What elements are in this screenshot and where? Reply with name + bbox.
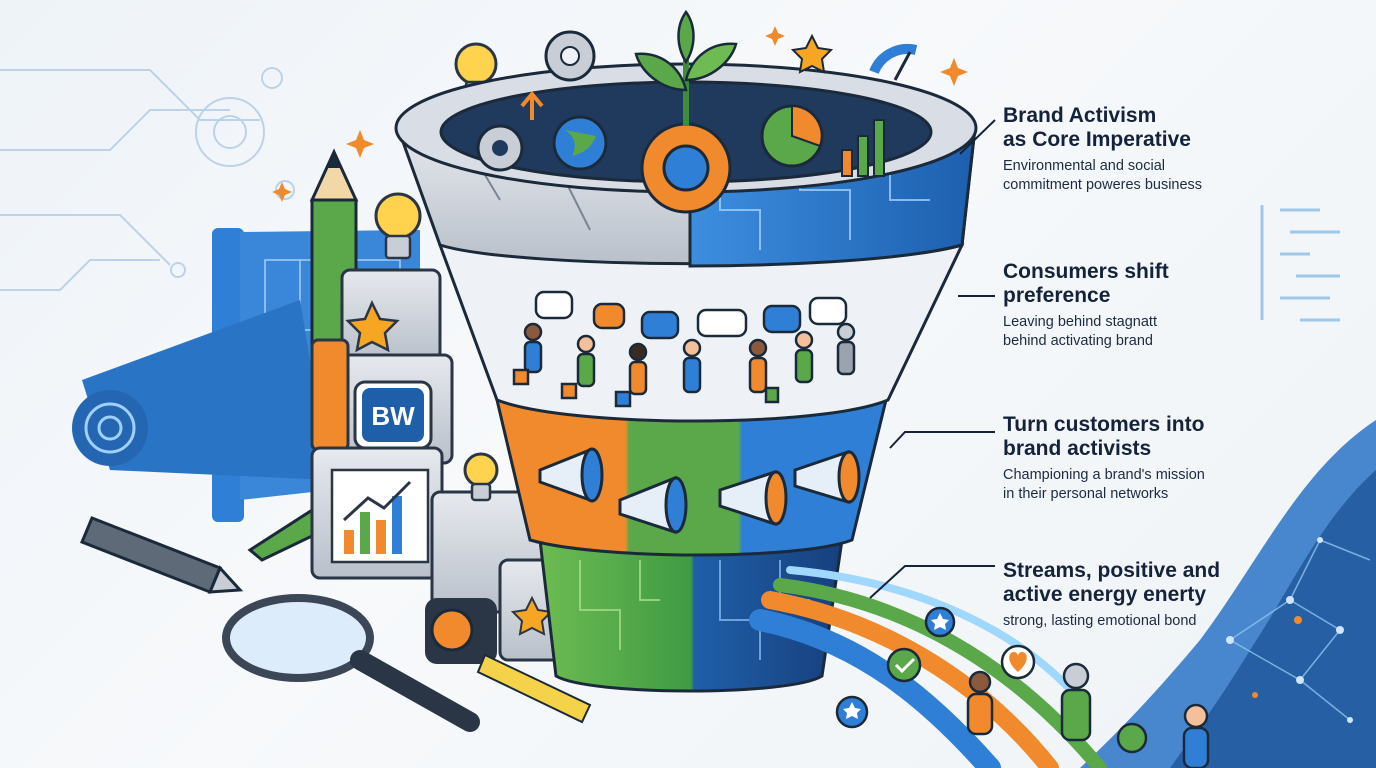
pen xyxy=(80,516,244,594)
people-crowd xyxy=(512,322,856,408)
sprout-icon xyxy=(634,9,738,126)
gauge-icon xyxy=(869,44,918,81)
stage-description: Environmental and social commitment powe… xyxy=(1003,158,1203,193)
star-icon xyxy=(345,300,400,353)
megaphone-icon xyxy=(793,449,861,505)
gear-icon xyxy=(476,124,524,172)
star-badge-icon xyxy=(924,606,956,638)
stage-title: Turn customers into brand activists xyxy=(1003,413,1205,460)
check-icon xyxy=(886,647,922,683)
bw-logo-block: BW xyxy=(353,380,433,450)
arrow-up-icon xyxy=(520,90,544,120)
bar-chart-icon xyxy=(330,468,430,564)
lightbulb-icon xyxy=(463,452,499,502)
lightbulb-icon xyxy=(374,192,422,260)
star-icon xyxy=(510,595,554,636)
gear-icon xyxy=(640,122,732,214)
stage-description: Championing a brand's mission in their p… xyxy=(1003,467,1205,502)
gear-icon xyxy=(544,30,596,82)
stage-title: Streams, positive and active energy ener… xyxy=(1003,559,1221,606)
bar-chart-icon xyxy=(841,119,885,177)
star-badge-icon xyxy=(835,695,869,729)
stage-title: Consumers shift preference xyxy=(1003,260,1169,307)
sparkle-icon xyxy=(272,26,968,202)
globe-icon xyxy=(552,115,608,171)
circuit-decoration xyxy=(0,67,295,291)
funnel xyxy=(394,9,978,693)
stage-description: strong, lasting emotional bond xyxy=(1003,613,1197,629)
network-decoration xyxy=(1080,205,1376,768)
megaphone-icon xyxy=(718,469,788,527)
stage-callout-energy: Streams, positive and active energy ener… xyxy=(1003,559,1333,631)
tape-measure xyxy=(425,598,592,724)
stage-title: Brand Activism as Core Imperative xyxy=(1003,104,1191,151)
stage-callout-activists: Turn customers into brand activists Cham… xyxy=(1003,413,1333,504)
callout-connectors xyxy=(869,119,996,599)
pie-chart-icon xyxy=(760,104,824,168)
magnifier-icon xyxy=(222,594,480,732)
thumbs-up-icon xyxy=(1116,722,1148,754)
stage-callout-preference: Consumers shift preference Leaving behin… xyxy=(1003,260,1333,351)
megaphone-icon xyxy=(538,447,604,503)
star-icon xyxy=(790,33,834,74)
logo-text: BW xyxy=(371,401,415,431)
heart-icon xyxy=(1000,644,1036,680)
megaphone-icon xyxy=(618,475,688,535)
stage-description: Leaving behind stagnatt behind activatin… xyxy=(1003,314,1157,349)
stage-callout-activism: Brand Activism as Core Imperative Enviro… xyxy=(1003,104,1333,195)
speech-bubble-icon xyxy=(534,290,848,340)
celebrating-people xyxy=(966,662,1210,768)
